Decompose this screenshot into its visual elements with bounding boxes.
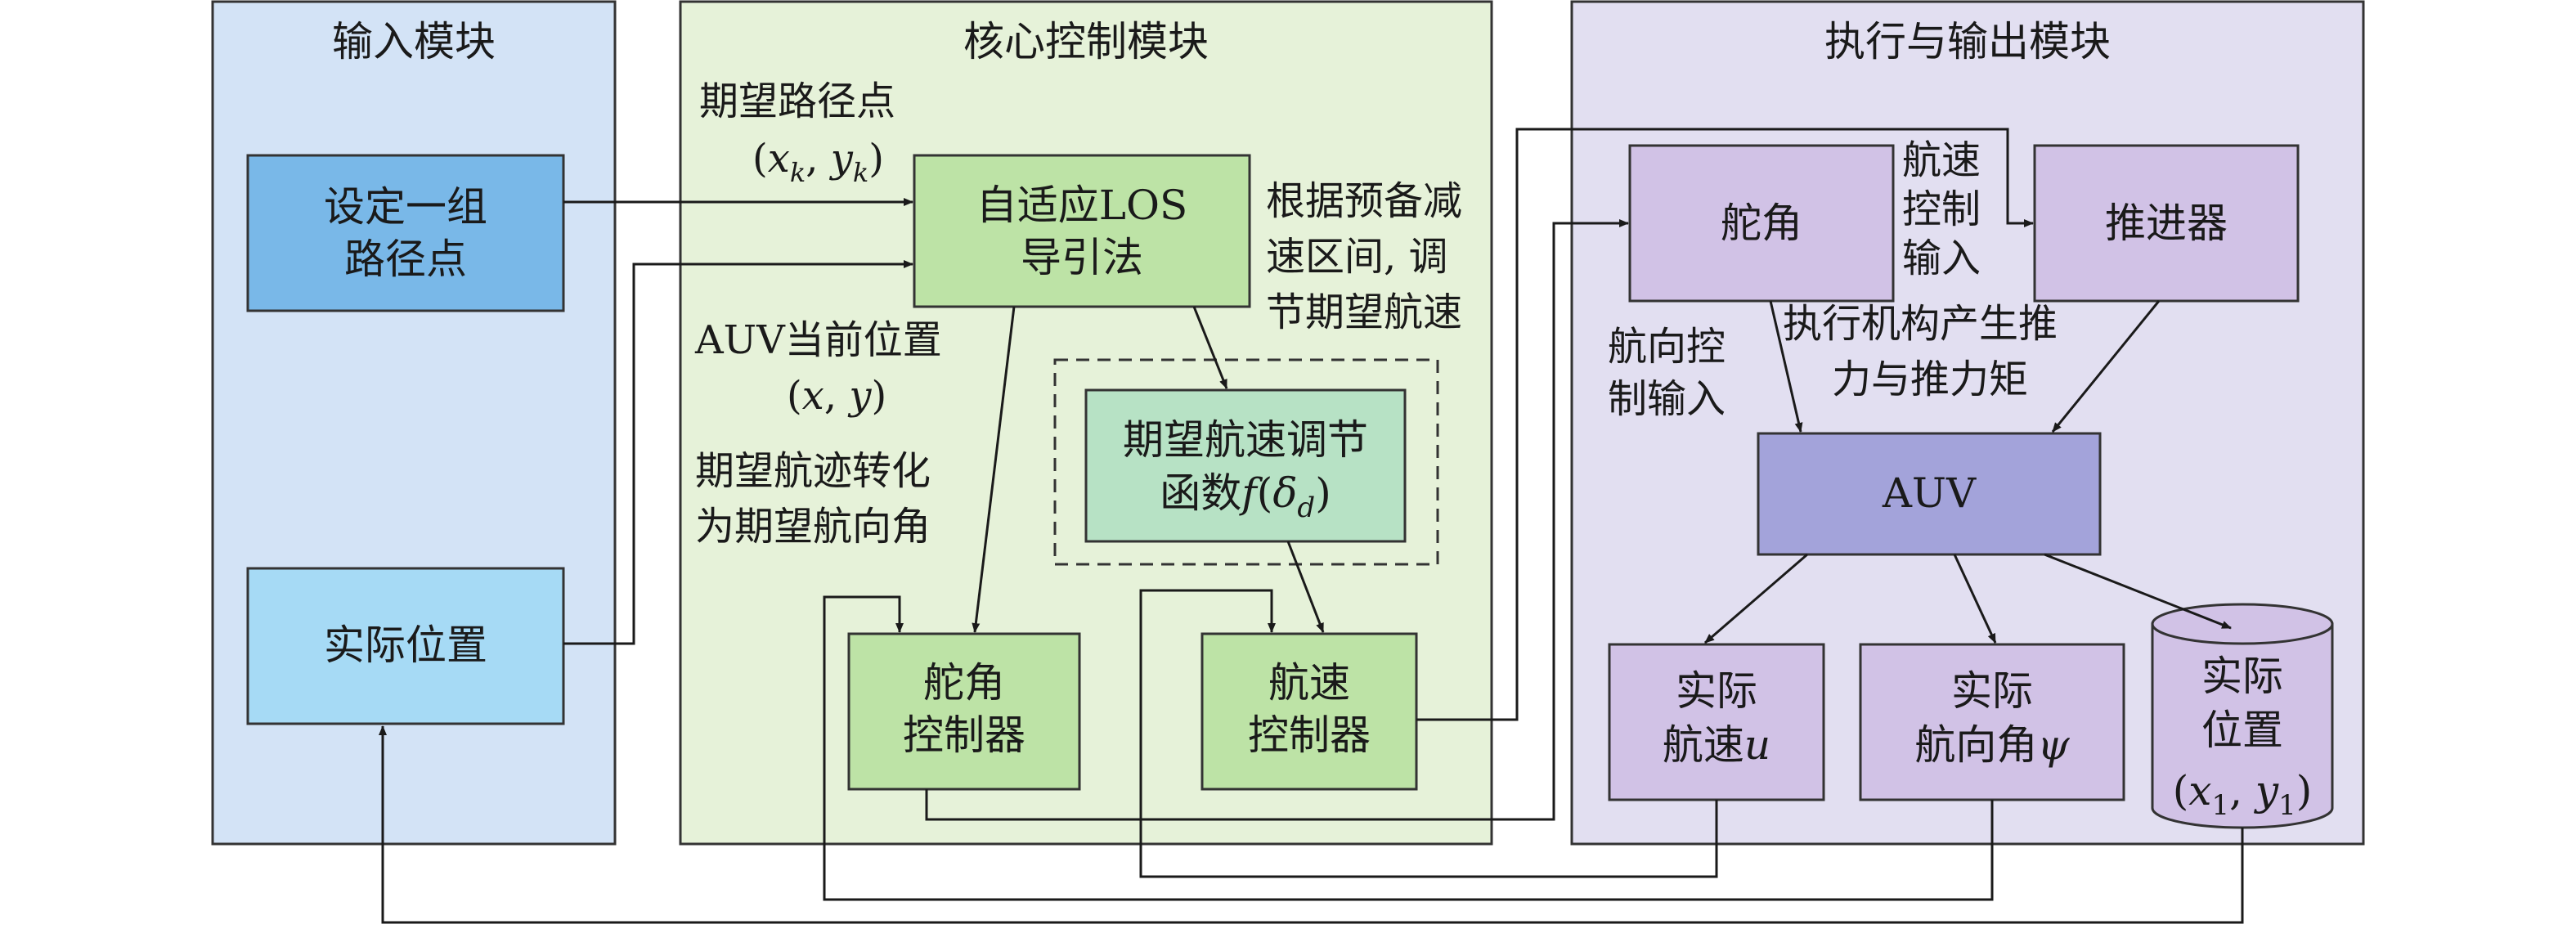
speed-func-delta-sub: d: [1297, 491, 1315, 524]
actual-heading-line1: 实际: [1951, 667, 2033, 715]
out-pos-comma: ,: [2229, 767, 2255, 815]
label-track-to-heading-line2: 为期望航向角: [695, 504, 931, 550]
label-actuator-line2: 力与推力矩: [1832, 357, 2028, 402]
thruster-text: 推进器: [2105, 200, 2228, 247]
actual-heading-box: [1859, 643, 2125, 801]
out-pos-y: y: [2254, 767, 2279, 815]
label-speed-ctrl-input-line1: 航速: [1902, 137, 1981, 183]
actual-heading-word: 航向角: [1914, 721, 2037, 769]
speed-adjust-group-dashed: [1053, 358, 1439, 566]
wp-x: x: [768, 136, 790, 182]
core-module-title: 核心控制模块: [963, 18, 1209, 65]
arrow-los-to-speed-function: [1192, 306, 1228, 389]
arrow-auv-to-actual-heading: [1953, 554, 1997, 644]
arrow-speed-function-to-speed-controller: [1286, 541, 1325, 633]
actual-speed-box: [1608, 643, 1825, 801]
out-position-line3: (x1, y1): [2173, 767, 2313, 822]
rudder-text: 舵角: [1721, 200, 1802, 247]
arrow-position-to-los: [563, 260, 913, 645]
label-waypoint-coords: (xk, yk): [752, 136, 884, 188]
input-module-title: 输入模块: [332, 18, 496, 65]
cylinder-body: [2151, 622, 2334, 829]
actual-position-cylinder: [2151, 603, 2334, 829]
arrow-rudder-to-auv: [1769, 300, 1803, 433]
cur-comma: ,: [824, 373, 850, 419]
speed-controller-line1: 航速: [1268, 659, 1350, 707]
actual-heading-line2: 航向角ψ: [1914, 721, 2070, 769]
speed-func-word: 函数: [1160, 469, 1241, 517]
cur-y: y: [847, 373, 872, 419]
label-decel-line2: 速区间, 调: [1266, 234, 1448, 280]
out-pos-paren-close: ): [2296, 767, 2313, 815]
speed-func-delta: δ: [1272, 469, 1297, 517]
label-heading-ctrl-input-line2: 制输入: [1608, 376, 1726, 422]
speed-controller-box: [1200, 632, 1418, 791]
speed-func-paren-close: ): [1315, 469, 1331, 517]
out-pos-x-sub: 1: [2211, 789, 2229, 822]
rudder-controller-line2: 控制器: [903, 711, 1025, 759]
speed-controller-line2: 控制器: [1248, 711, 1371, 759]
wp-y: y: [829, 136, 854, 182]
auv-box: [1757, 432, 2102, 556]
arrow-rudder-controller-to-rudder: [925, 219, 1629, 821]
actual-speed-word: 航速: [1663, 721, 1744, 769]
arrow-speed-controller-to-rudder: [1416, 128, 2034, 721]
out-pos-paren-open: (: [2173, 767, 2189, 815]
arrow-feedback-heading-to-rudder-controller: [823, 595, 1994, 901]
adaptive-los-box: [913, 154, 1251, 308]
cylinder-top: [2151, 603, 2334, 645]
label-speed-ctrl-input-line2: 控制: [1902, 186, 1981, 232]
label-desired-waypoint: 期望路径点: [699, 79, 895, 124]
connectors: [379, 128, 2244, 924]
out-position-line2: 位置: [2201, 707, 2283, 754]
exec-module-title: 执行与输出模块: [1824, 18, 2111, 65]
label-decel-line1: 根据预备减: [1266, 178, 1462, 224]
arrow-feedback-speed-to-speed-controller: [1139, 589, 1718, 878]
arrow-feedback-position-to-actual-position: [379, 725, 2244, 924]
label-current-coords: (x, y): [787, 373, 886, 419]
actual-heading-var: ψ: [2037, 721, 2070, 769]
rudder-controller-box: [847, 632, 1081, 791]
out-pos-x: x: [2188, 767, 2211, 815]
cur-x: x: [802, 373, 824, 419]
arrow-auv-to-actual-position: [2044, 553, 2232, 630]
actual-speed-line2: 航速u: [1663, 721, 1770, 769]
wp-paren-open: (: [752, 136, 768, 182]
auv-text: AUV: [1882, 469, 1977, 517]
out-pos-y-sub: 1: [2278, 789, 2296, 822]
actual-position-text: 实际位置: [324, 622, 487, 669]
arrow-auv-to-actual-speed: [1704, 553, 1808, 644]
label-speed-ctrl-input-line3: 输入: [1902, 236, 1981, 281]
waypoints-box: [246, 154, 565, 312]
speed-func-paren-open: (: [1257, 469, 1273, 517]
actual-speed-var: u: [1744, 721, 1770, 769]
label-auv-current-position: AUV当前位置: [694, 317, 942, 363]
actual-speed-line1: 实际: [1676, 667, 1757, 715]
wp-paren-close: ): [868, 136, 884, 182]
waypoints-text-line1: 设定一组: [324, 183, 487, 231]
label-actuator-line1: 执行机构产生推: [1783, 301, 2058, 347]
cur-paren-close: ): [871, 373, 886, 419]
adaptive-los-text-line1: 自适应LOS: [976, 182, 1187, 229]
label-track-to-heading-line1: 期望航迹转化: [695, 448, 931, 494]
speed-adjust-function-line1: 期望航速调节: [1123, 416, 1368, 464]
arrow-thruster-to-auv: [2051, 300, 2161, 433]
rudder-controller-line1: 舵角: [923, 659, 1005, 707]
cur-paren-open: (: [787, 373, 802, 419]
wp-comma: ,: [806, 136, 831, 182]
actual-position-box: [246, 567, 565, 725]
thruster-box: [2033, 144, 2300, 303]
wp-x-sub: k: [790, 157, 806, 188]
waypoints-text-line2: 路径点: [344, 236, 467, 283]
rudder-box: [1628, 144, 1895, 303]
speed-adjust-function-line2: 函数f(δd): [1160, 469, 1331, 524]
label-heading-ctrl-input-line1: 航向控: [1608, 324, 1726, 370]
label-decel-line3: 节期望航速: [1266, 289, 1462, 335]
adaptive-los-text-line2: 导引法: [1021, 234, 1143, 281]
speed-adjust-function-box: [1084, 388, 1407, 543]
out-position-line1: 实际: [2201, 653, 2283, 700]
arrow-los-to-rudder-controller: [972, 306, 1016, 633]
wp-y-sub: k: [853, 157, 868, 188]
